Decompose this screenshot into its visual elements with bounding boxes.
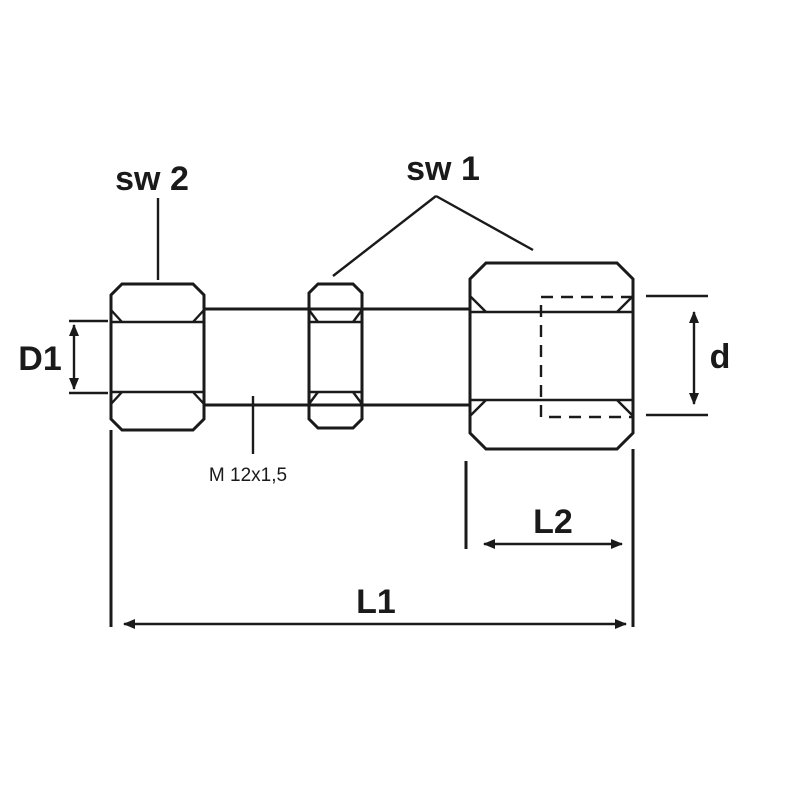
d1-dimension <box>69 319 108 395</box>
right-nut-sw1 <box>468 261 635 451</box>
sw2-label: sw 2 <box>115 160 189 198</box>
left-nut-sw2 <box>109 282 206 432</box>
extension-lines <box>109 430 635 627</box>
l2-label: L2 <box>533 503 573 541</box>
sw1-label: sw 1 <box>406 150 480 188</box>
thread-label: M 12x1,5 <box>209 465 287 486</box>
middle-nut <box>307 282 364 430</box>
d1-label: D1 <box>18 340 61 378</box>
pipe-body <box>203 307 470 407</box>
d-dimension <box>646 294 708 417</box>
sw1-leaders <box>332 194 534 277</box>
d-label: d <box>710 338 731 376</box>
l1-label: L1 <box>356 583 396 621</box>
